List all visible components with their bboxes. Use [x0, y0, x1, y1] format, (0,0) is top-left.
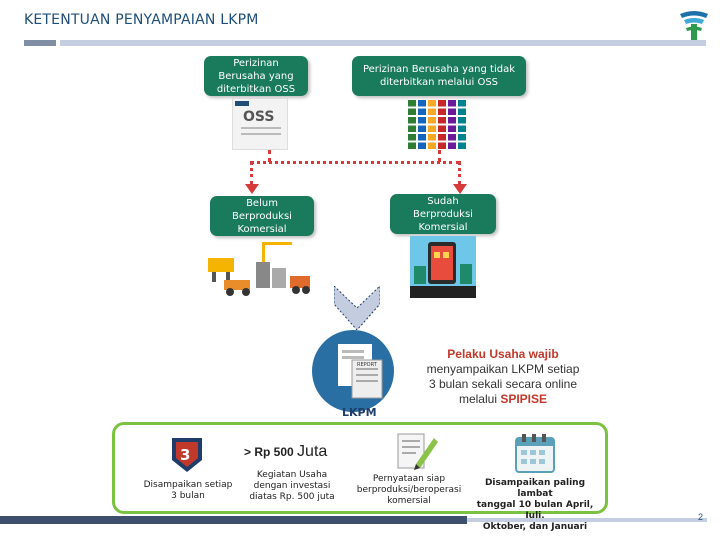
permit-logo-tile — [408, 108, 416, 115]
permit-logo-tile — [438, 125, 446, 132]
spipise-highlight: SPIPISE — [500, 392, 548, 406]
caption-line: Disampaikan setiap — [143, 480, 233, 490]
oss-permit-box: Perizinan Berusaha yang diterbitkan OSS — [204, 56, 308, 96]
permit-logo-tile — [458, 100, 466, 107]
lkpm-label: LKPM — [342, 406, 377, 419]
rp-unit: Juta — [297, 443, 328, 460]
permit-logo-tile — [448, 134, 456, 141]
permit-logo-tile — [418, 134, 426, 141]
page-title: KETENTUAN PENYAMPAIAN LKPM — [24, 12, 259, 28]
info-body: menyampaikan LKPM setiap 3 bulan sekali … — [408, 362, 598, 407]
construction-illustration — [208, 242, 310, 296]
factory-app-illustration — [410, 236, 476, 298]
info-line-3-text: melalui — [458, 392, 497, 406]
permit-logo-tile — [428, 108, 436, 115]
info-title: Pelaku Usaha wajib — [447, 347, 559, 361]
permit-logo-tile — [458, 142, 466, 149]
permit-logo-tile — [458, 117, 466, 124]
caption-line: tanggal 10 bulan April, Juli, — [476, 500, 594, 521]
report-document-icon — [338, 344, 383, 399]
permit-logo-tile — [448, 142, 456, 149]
permit-logo-tile — [418, 117, 426, 124]
page-number: 2 — [698, 512, 704, 522]
permit-logo-tile — [458, 108, 466, 115]
investment-threshold: > Rp 500 Juta — [244, 443, 327, 461]
permit-logo-tile — [408, 117, 416, 124]
caption-every-3-months: Disampaikan setiap 3 bulan — [140, 480, 236, 502]
arrow-head-left-icon — [245, 184, 259, 194]
oss-logo-text: OSS — [243, 109, 275, 125]
permit-logo-tile — [408, 134, 416, 141]
caption-line: dengan investasi — [253, 481, 331, 491]
producing-box: Sudah Berproduksi Komersial — [390, 194, 496, 234]
down-chevron-icon — [334, 286, 380, 330]
footer-bar — [0, 516, 467, 524]
permit-logo-tile — [428, 125, 436, 132]
caption-line: komersial — [387, 496, 431, 506]
document-pen-icon — [397, 433, 438, 470]
permit-logo-tile — [448, 125, 456, 132]
caption-line: Kegiatan Usaha — [256, 470, 328, 480]
permit-logo-tile — [418, 142, 426, 149]
permit-logo-tile — [458, 125, 466, 132]
arrow-head-right-icon — [453, 184, 467, 194]
caption-investment: Kegiatan Usaha dengan investasi diatas R… — [244, 470, 340, 503]
permit-logo-tile — [408, 100, 416, 107]
connector-right-down — [458, 161, 461, 185]
caption-line: berproduksi/beroperasi — [356, 485, 462, 495]
permit-logo-tile — [448, 117, 456, 124]
caption-deadline: Disampaikan paling lambat tanggal 10 bul… — [470, 478, 600, 533]
permit-logo-tile — [438, 117, 446, 124]
permit-logo-tile — [448, 108, 456, 115]
report-label: REPORT — [357, 362, 377, 368]
info-line-1: menyampaikan LKPM setiap — [426, 362, 580, 376]
shield-number: 3 — [180, 446, 191, 464]
permit-logo-tile — [438, 100, 446, 107]
permit-logo-tile — [408, 125, 416, 132]
title-accent-bar — [24, 40, 56, 46]
bkpm-logo-icon — [680, 11, 708, 40]
permit-logo-tile — [438, 142, 446, 149]
calendar-icon — [515, 434, 555, 473]
permit-logo-tile — [438, 134, 446, 141]
caption-line: Disampaikan paling lambat — [484, 478, 586, 499]
permit-logo-tile — [418, 100, 426, 107]
caption-line: 3 bulan — [171, 491, 205, 501]
caption-line: Oktober, dan Januari — [482, 522, 588, 532]
oss-logo-card: OSS — [232, 98, 288, 150]
connector-right-vertical — [438, 150, 441, 162]
permit-logo-tile — [428, 142, 436, 149]
permit-logo-tile — [438, 108, 446, 115]
caption-line: Pernyataan siap — [372, 474, 446, 484]
not-producing-box: Belum Berproduksi Komersial — [210, 196, 314, 236]
permit-logos-grid — [408, 100, 466, 149]
permit-logo-tile — [408, 142, 416, 149]
caption-line: diatas Rp. 500 juta — [249, 492, 335, 502]
permit-logo-tile — [418, 125, 426, 132]
shield-number-icon — [172, 438, 202, 472]
connector-left-down — [250, 161, 253, 185]
rp-prefix: > Rp 500 — [244, 445, 294, 459]
permit-logo-tile — [428, 117, 436, 124]
connector-horizontal — [250, 161, 460, 164]
permit-logo-tile — [428, 134, 436, 141]
permit-logo-tile — [448, 100, 456, 107]
info-line-3: melalui SPIPISE — [408, 392, 598, 407]
info-line-2: 3 bulan sekali secara online — [428, 377, 578, 391]
permit-logo-tile — [418, 108, 426, 115]
non-oss-permit-box: Perizinan Berusaha yang tidak diterbitka… — [352, 56, 526, 96]
caption-statement: Pernyataan siap berproduksi/beroperasi k… — [354, 474, 464, 507]
permit-logo-tile — [428, 100, 436, 107]
lkpm-report-circle: REPORT — [312, 330, 394, 412]
title-underline — [60, 40, 706, 46]
footer-line — [467, 518, 707, 522]
permit-logo-tile — [458, 134, 466, 141]
connector-left-vertical — [268, 150, 271, 162]
